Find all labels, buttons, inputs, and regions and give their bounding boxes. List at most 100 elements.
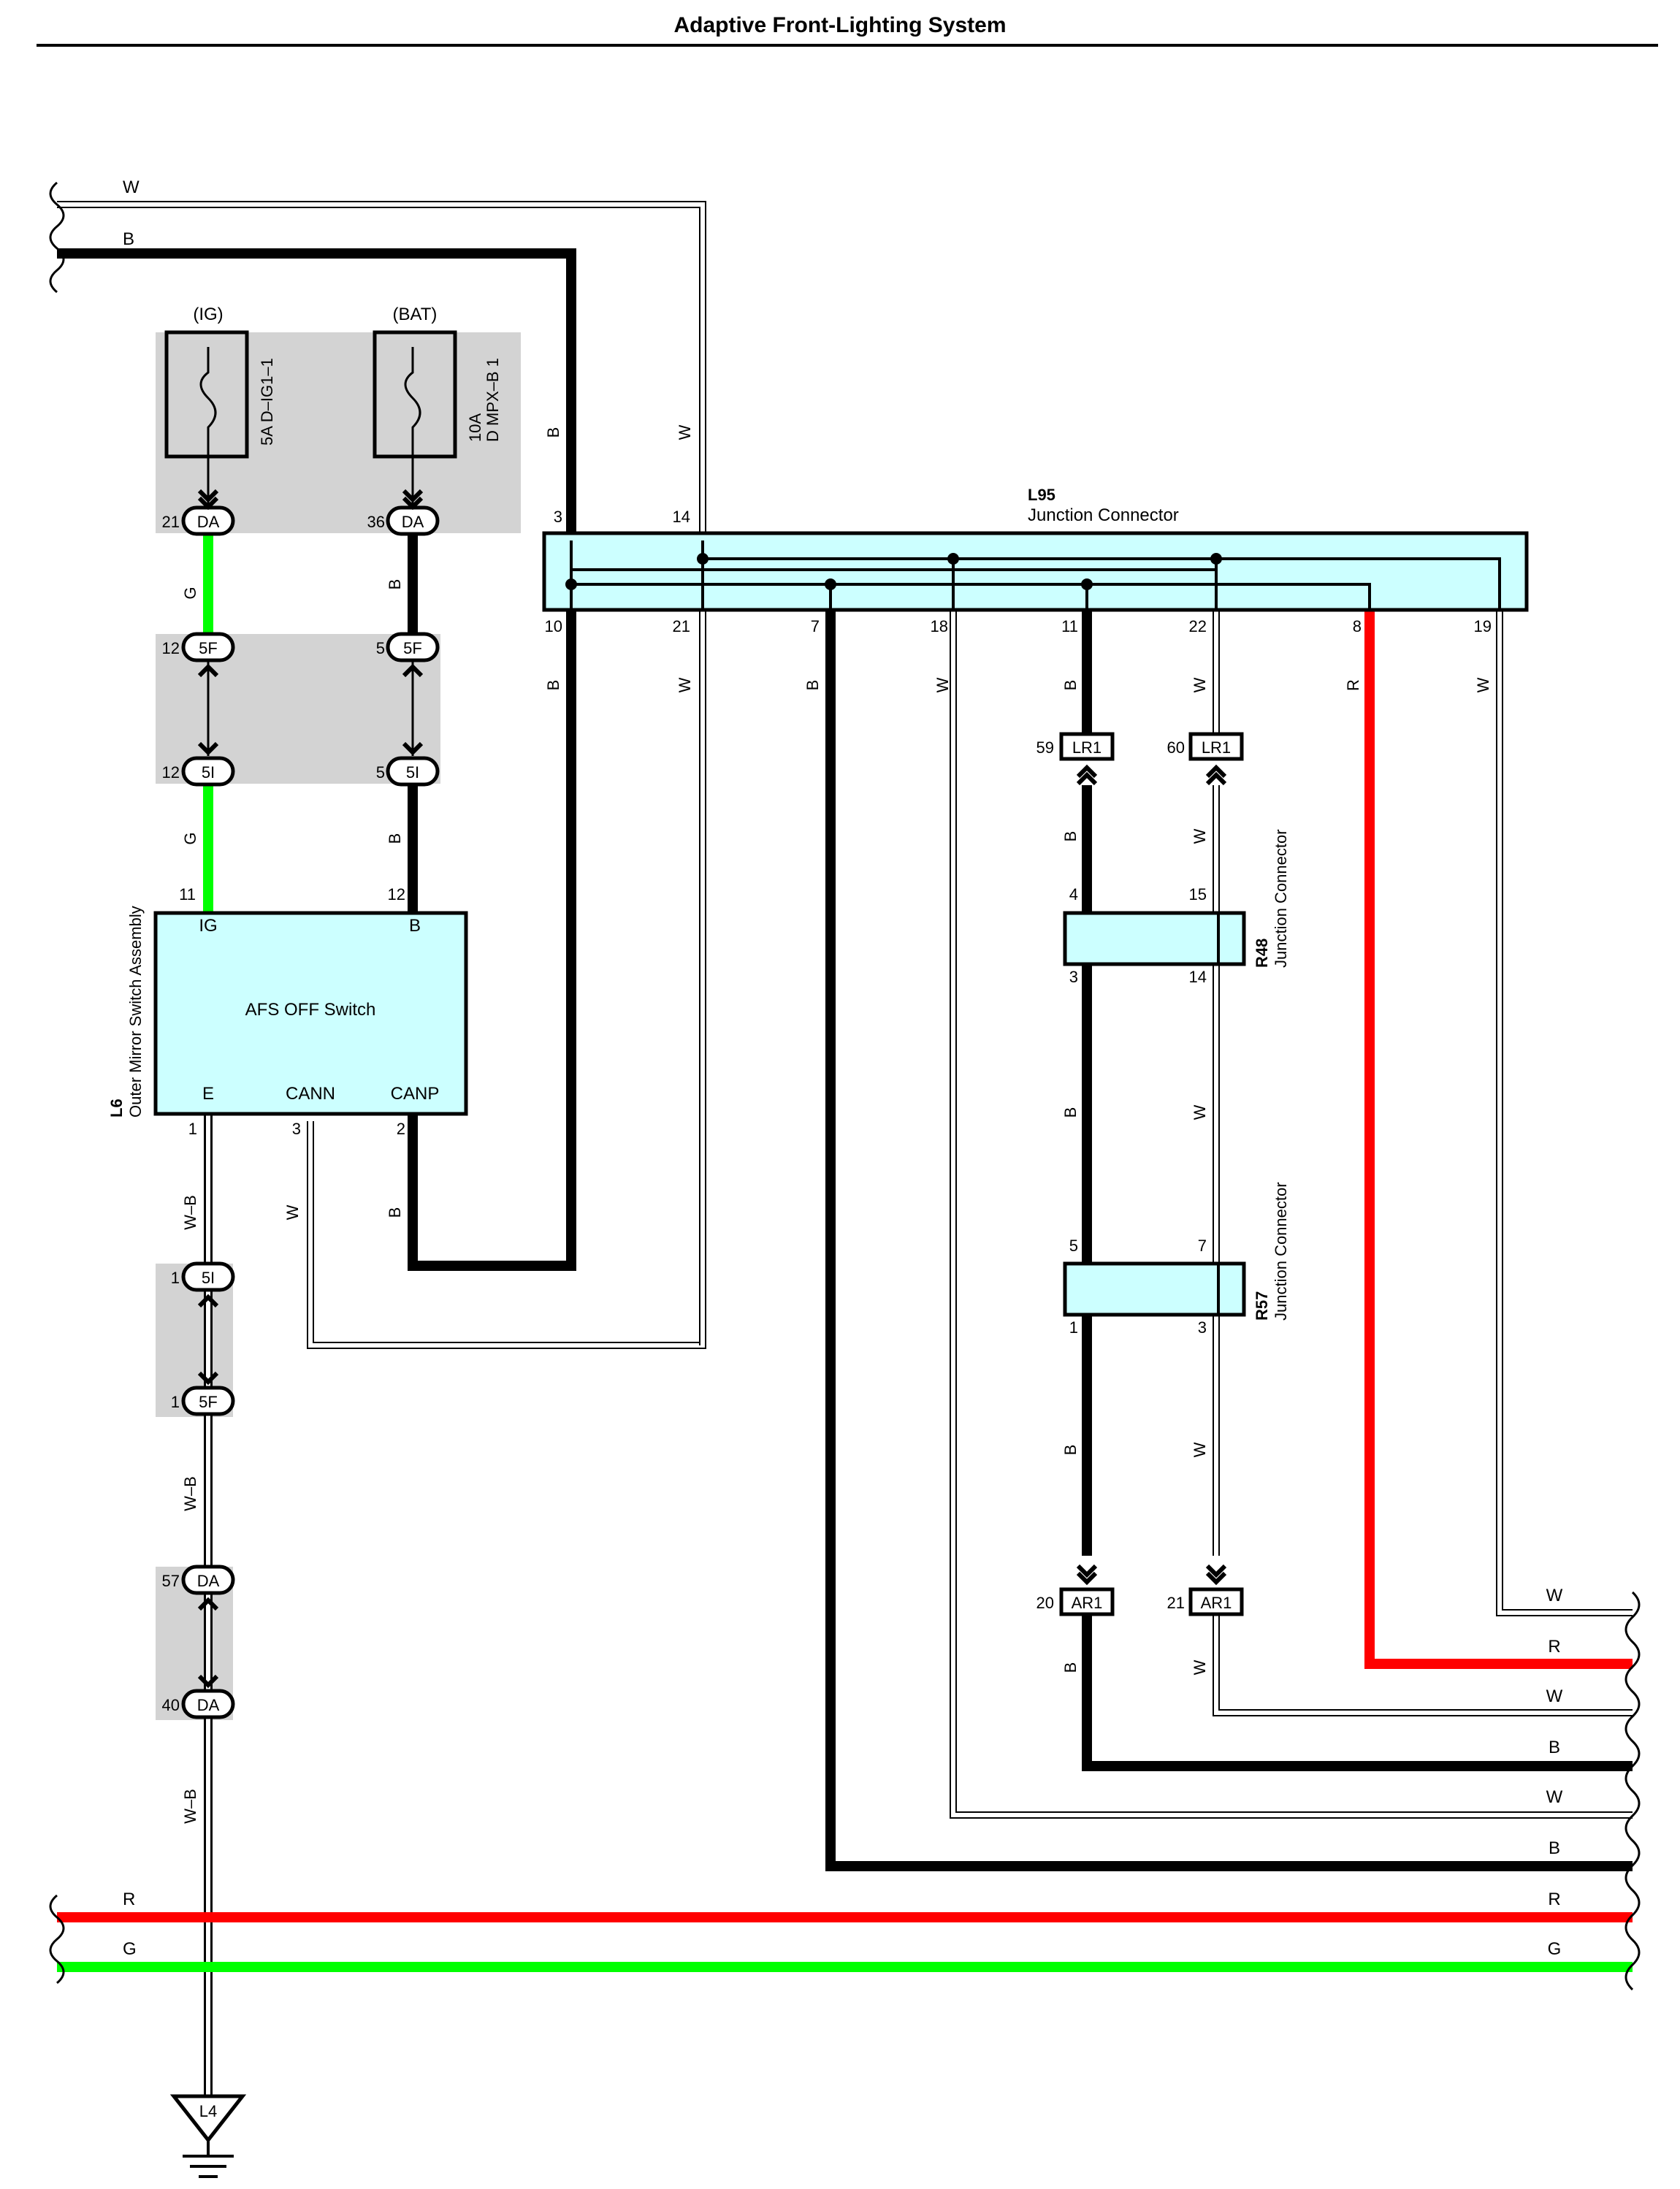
pin-number: 15 bbox=[1189, 885, 1207, 904]
r48-code: R48 bbox=[1253, 939, 1271, 968]
pin-number: 3 bbox=[554, 508, 562, 526]
svg-text:B: B bbox=[386, 579, 404, 590]
connector-name: LR1 bbox=[1072, 738, 1101, 757]
svg-text:W: W bbox=[676, 424, 694, 440]
pin-number: 11 bbox=[179, 885, 196, 904]
svg-text:W–B: W–B bbox=[181, 1195, 199, 1230]
connector-name: LR1 bbox=[1202, 738, 1231, 757]
page-title: Adaptive Front-Lighting System bbox=[673, 13, 1007, 37]
connector-rects bbox=[1059, 732, 1244, 1616]
svg-text:B: B bbox=[544, 427, 562, 438]
svg-text:R: R bbox=[1344, 679, 1362, 691]
right-wire-labels: W R W B W B R G bbox=[1546, 1586, 1563, 1959]
wire-l95-pin8-r bbox=[1364, 611, 1633, 1669]
svg-text:B: B bbox=[1061, 680, 1080, 691]
pin-number: 1 bbox=[171, 1269, 180, 1287]
pin-number: 3 bbox=[1198, 1318, 1207, 1337]
pin-number: 60 bbox=[1167, 738, 1185, 757]
l6-outer-mirror-switch-box bbox=[153, 911, 468, 1116]
wire-w-top-loop bbox=[57, 201, 706, 1349]
svg-text:B: B bbox=[1549, 1738, 1560, 1757]
r48-junction-connector bbox=[1063, 911, 1246, 966]
connector-name: 5F bbox=[199, 639, 218, 657]
svg-text:W: W bbox=[1474, 677, 1492, 692]
connector-name: 5F bbox=[199, 1393, 218, 1411]
svg-text:B: B bbox=[544, 680, 562, 691]
r57-junction-connector bbox=[1063, 1261, 1246, 1317]
wire-l95-pin18-w bbox=[950, 611, 1633, 1819]
pin-number: 1 bbox=[1069, 1318, 1078, 1337]
wire-label: R bbox=[123, 1890, 135, 1909]
pin-number: 4 bbox=[1069, 885, 1078, 904]
l6-term-cann: CANN bbox=[286, 1084, 335, 1104]
svg-text:B: B bbox=[1061, 1662, 1080, 1673]
connector-name: 5I bbox=[202, 1269, 215, 1287]
l6-code: L6 bbox=[107, 1099, 126, 1118]
wire-b-top bbox=[57, 248, 576, 1271]
svg-text:R: R bbox=[1548, 1637, 1560, 1657]
svg-text:W: W bbox=[1546, 1586, 1563, 1605]
l6-term-b: B bbox=[409, 916, 421, 936]
l6-term-canp: CANP bbox=[391, 1084, 440, 1104]
l4-code: L4 bbox=[199, 2102, 217, 2120]
connector-name: DA bbox=[197, 513, 220, 531]
pin-number: 21 bbox=[162, 513, 180, 531]
connector-name: 5F bbox=[403, 639, 422, 657]
wire-l95-pin11-b bbox=[1082, 611, 1633, 1771]
title-rule bbox=[37, 44, 1658, 47]
wire-label: B bbox=[123, 229, 134, 249]
svg-text:W–B: W–B bbox=[181, 1789, 199, 1824]
l6-term-ig: IG bbox=[199, 916, 217, 936]
r57-name: Junction Connector bbox=[1272, 1182, 1290, 1321]
svg-text:W: W bbox=[283, 1204, 302, 1220]
r48-name: Junction Connector bbox=[1272, 829, 1290, 968]
fuse-ig-rating: 5A D–IG1–1 bbox=[258, 358, 276, 446]
pin-number: 12 bbox=[162, 639, 180, 657]
pin-number: 10 bbox=[545, 617, 562, 635]
wire-l95-pin19-w bbox=[1496, 611, 1633, 1616]
pin-number: 7 bbox=[1198, 1237, 1207, 1255]
svg-text:B: B bbox=[1061, 1445, 1080, 1456]
pin-number: 20 bbox=[1036, 1594, 1054, 1612]
connector-ovals bbox=[181, 505, 440, 1719]
fuse-ig bbox=[164, 330, 249, 459]
pin-number: 40 bbox=[162, 1696, 180, 1714]
pin-number: 21 bbox=[673, 617, 690, 635]
svg-text:W: W bbox=[1546, 1686, 1563, 1706]
vertical-wire-labels: G B G B B W B W B W B W R W B W B W B W … bbox=[181, 424, 1492, 1823]
svg-text:W: W bbox=[1191, 1104, 1209, 1120]
wire-break-marks-left bbox=[49, 181, 65, 1984]
svg-text:B: B bbox=[1061, 831, 1080, 842]
pin-number: 3 bbox=[1069, 968, 1078, 986]
svg-text:G: G bbox=[1548, 1939, 1562, 1959]
fuse-ig-supply-label: (IG) bbox=[193, 305, 223, 324]
ground-l4 bbox=[169, 2094, 247, 2178]
pin-number: 36 bbox=[367, 513, 385, 531]
svg-text:W: W bbox=[1191, 1659, 1209, 1675]
pin-number: 11 bbox=[1061, 617, 1078, 635]
l6-label: AFS OFF Switch bbox=[245, 1000, 376, 1020]
pin-number: 3 bbox=[292, 1120, 301, 1138]
l95-name: Junction Connector bbox=[1028, 505, 1179, 525]
connector-name: 5I bbox=[202, 763, 215, 782]
pin-number: 18 bbox=[931, 617, 948, 635]
l6-name: Outer Mirror Switch Assembly bbox=[126, 906, 145, 1118]
l6-term-e: E bbox=[202, 1084, 214, 1104]
pin-number: 57 bbox=[162, 1572, 180, 1590]
wire-label: W bbox=[123, 177, 140, 197]
pin-number: 7 bbox=[811, 617, 820, 635]
pin-number: 12 bbox=[388, 885, 405, 904]
svg-text:B: B bbox=[1061, 1107, 1080, 1118]
svg-text:B: B bbox=[386, 833, 404, 844]
pin-number: 12 bbox=[162, 763, 180, 782]
svg-text:G: G bbox=[181, 832, 199, 844]
svg-text:W: W bbox=[1546, 1787, 1563, 1807]
r57-code: R57 bbox=[1253, 1291, 1271, 1321]
svg-text:B: B bbox=[386, 1207, 404, 1218]
svg-text:G: G bbox=[181, 587, 199, 599]
connector-name: DA bbox=[402, 513, 424, 531]
pin-number: 5 bbox=[376, 639, 385, 657]
connector-name: DA bbox=[197, 1572, 220, 1590]
wire-l95-pin22-w bbox=[1213, 611, 1633, 1716]
